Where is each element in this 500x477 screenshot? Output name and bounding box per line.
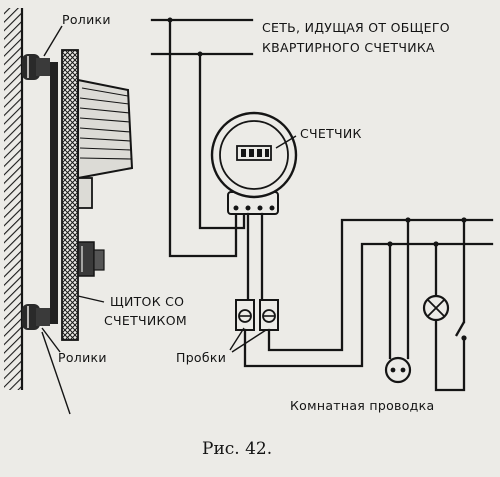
fuse-side-view [77,241,105,277]
socket-outlet [384,356,412,384]
incoming-network-wires [150,17,254,258]
label-panel-line1: ЩИТОК СО [110,294,184,309]
meter-side-view [77,78,134,209]
label-panel-line2: СЧЕТЧИКОМ [104,313,187,328]
leader-rollers-bottom [41,327,61,353]
lamp [422,294,450,322]
electric-meter [210,111,298,215]
roller-bottom [22,304,50,330]
panel-board [50,49,79,341]
room-wiring [243,217,494,392]
fuse-left [235,299,255,331]
leader-fuse-1 [229,327,245,351]
light-switch [455,321,467,341]
label-rollers-bottom: Ролики [58,350,107,365]
leader-panel [77,295,105,303]
figure-caption: Рис. 42. [202,439,272,459]
leader-meter [275,135,297,149]
label-room-wiring: Комнатная проводка [290,398,434,413]
label-fuses: Пробки [176,350,226,365]
label-network-line2: КВАРТИРНОГО СЧЕТЧИКА [262,40,435,55]
label-network-line1: СЕТЬ, ИДУЩАЯ ОТ ОБЩЕГО [262,20,450,35]
leader-wall [41,331,71,415]
label-rollers-top: Ролики [62,12,111,27]
leader-rollers-top [43,25,63,57]
wall-section [4,8,24,390]
label-meter: СЧЕТЧИК [300,126,362,141]
roller-top [22,54,50,80]
fuse-right [259,299,279,331]
leader-fuse-2 [231,329,267,353]
